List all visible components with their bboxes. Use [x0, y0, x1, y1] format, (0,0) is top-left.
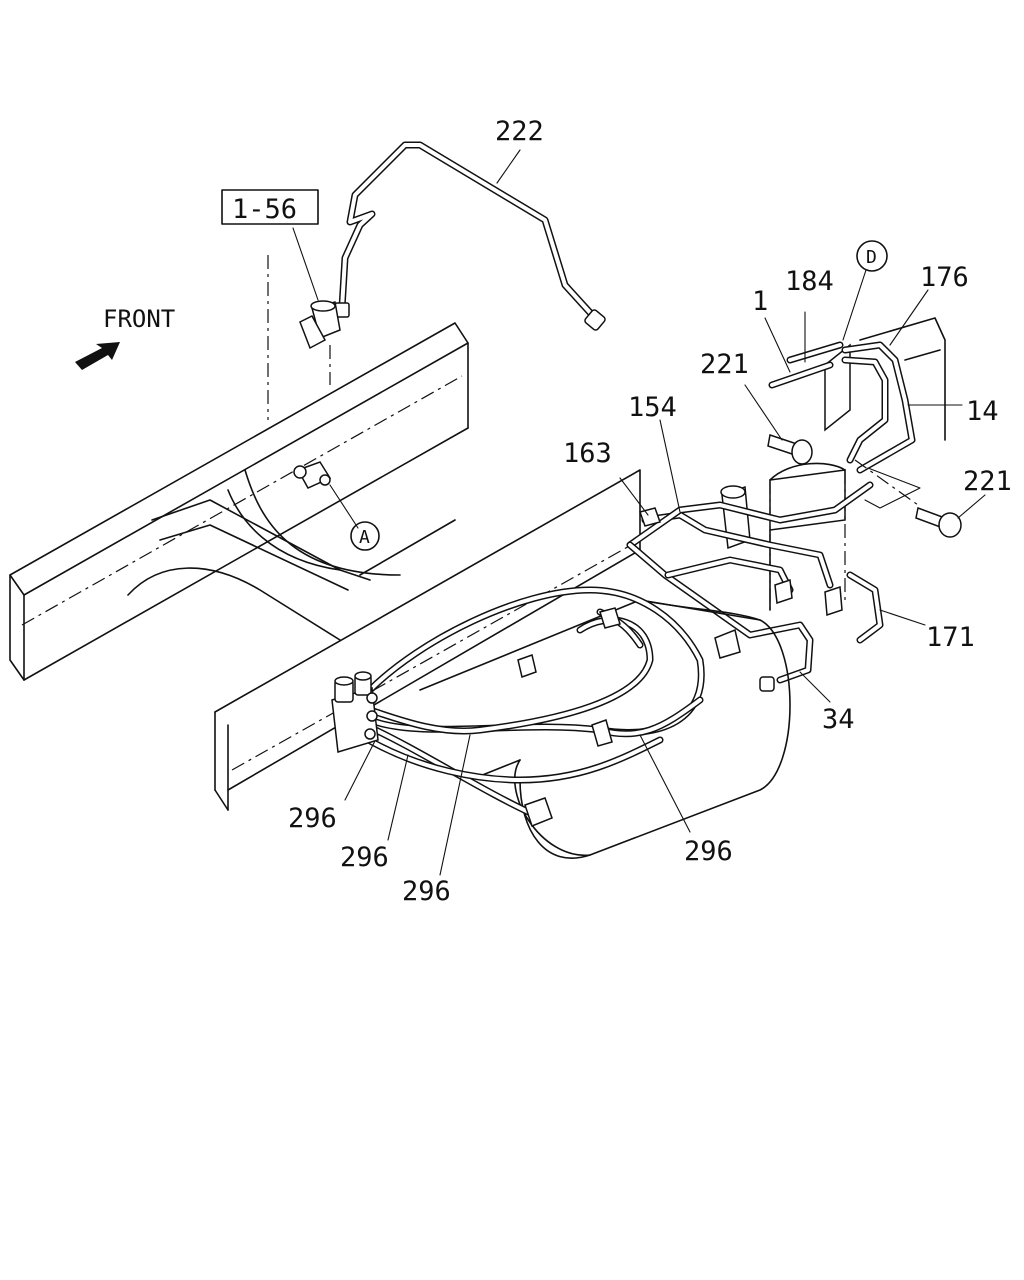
label-176: 176: [920, 262, 969, 293]
label-296-d: 296: [402, 876, 451, 907]
callout-circle-d: [856, 240, 888, 272]
manifold: [331, 671, 379, 753]
label-163: 163: [563, 438, 612, 469]
label-circle-a: A: [359, 527, 370, 548]
label-circle-d: D: [866, 247, 877, 268]
label-222: 222: [495, 116, 544, 147]
label-296-c: 296: [684, 836, 733, 867]
valve-1-56: [221, 189, 341, 420]
label-171: 171: [926, 622, 975, 653]
label-184: 184: [785, 266, 834, 297]
label-296-a: 296: [288, 803, 337, 834]
pipe-222: [334, 141, 606, 331]
callout-circle-a: [350, 521, 380, 551]
label-1-56: 1-56: [232, 194, 297, 225]
frame-rail: [9, 317, 946, 811]
label-34: 34: [822, 704, 855, 735]
label-154: 154: [628, 392, 677, 423]
label-221-right: 221: [963, 466, 1012, 497]
label-1: 1: [752, 286, 768, 317]
bracket-assembly: [744, 240, 986, 538]
label-221-top: 221: [700, 349, 749, 380]
label-14: 14: [966, 396, 999, 427]
relay-valve-assembly: [619, 419, 926, 703]
front-label: FRONT: [103, 305, 175, 333]
front-arrow-icon: [75, 342, 120, 370]
hoses-296: [344, 586, 741, 876]
label-296-b: 296: [340, 842, 389, 873]
fitting-a: [293, 461, 380, 551]
